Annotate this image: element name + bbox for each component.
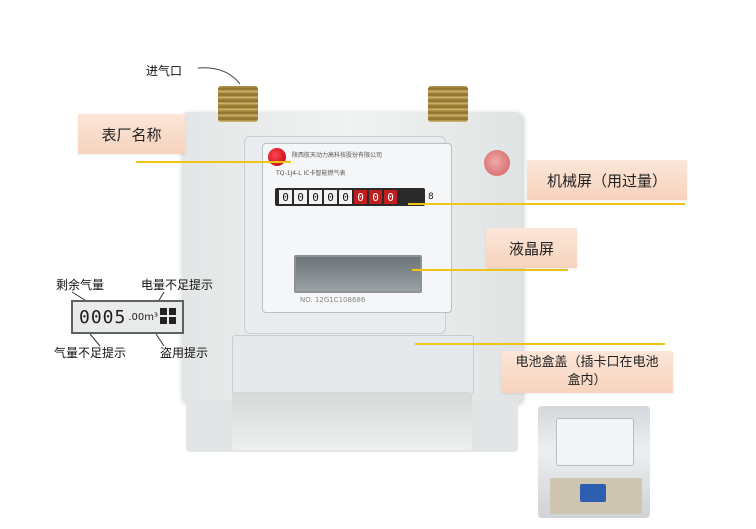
manufacturer-logo	[268, 148, 286, 166]
lcd-detail-inset: 0005 .00m³	[71, 300, 184, 334]
counter-digit: 0	[369, 190, 382, 204]
counter-digit: 0	[294, 190, 307, 204]
callout-battery-cover: 电池盒盖（插卡口在电池盒内）	[501, 351, 673, 393]
counter-digit: 0	[339, 190, 352, 204]
leader-battery	[415, 343, 665, 345]
thumbnail-panel	[556, 418, 634, 466]
counter-digit: 0	[324, 190, 337, 204]
callout-mechanical-display: 机械屏（用过量）	[527, 160, 687, 200]
meter-lcd	[294, 255, 422, 293]
status-icons	[160, 308, 176, 324]
inlet-pointer	[197, 67, 241, 85]
label-inlet: 进气口	[146, 64, 183, 78]
meter-model: TQ-1J4-L IC卡智能燃气表	[276, 170, 346, 177]
thumbnail-ic-card	[580, 484, 606, 502]
inlet-pipe	[218, 86, 258, 122]
inset-reading: 0005	[79, 306, 127, 328]
mechanical-counter: 0 0 0 0 0 0 0 0	[275, 188, 425, 206]
callout-lcd-display: 液晶屏	[486, 228, 577, 268]
certification-stamp	[484, 150, 510, 176]
counter-digit: 0	[384, 190, 397, 204]
leader-mechanical	[408, 203, 685, 205]
inset-unit: .00m³	[128, 311, 159, 323]
leader-lcd	[412, 269, 568, 271]
counter-digit: 0	[354, 190, 367, 204]
counter-digit: 0	[309, 190, 322, 204]
label-remaining-gas: 剩余气量	[56, 278, 105, 292]
outlet-pipe	[428, 86, 468, 122]
meter-lower-housing	[232, 392, 472, 450]
battery-cover	[232, 335, 474, 395]
callout-manufacturer: 表厂名称	[78, 114, 185, 154]
label-usage-hint: 盗用提示	[160, 346, 209, 360]
counter-digit: 0	[279, 190, 292, 204]
label-low-gas: 气量不足提示	[54, 346, 127, 360]
meter-serial: NO. 12G1C108686	[300, 296, 366, 304]
leader-manufacturer	[136, 161, 291, 163]
counter-suffix: 8	[428, 192, 434, 202]
label-low-battery: 电量不足提示	[141, 278, 214, 292]
meter-company: 陕西航天动力高科技股份有限公司	[292, 152, 383, 159]
